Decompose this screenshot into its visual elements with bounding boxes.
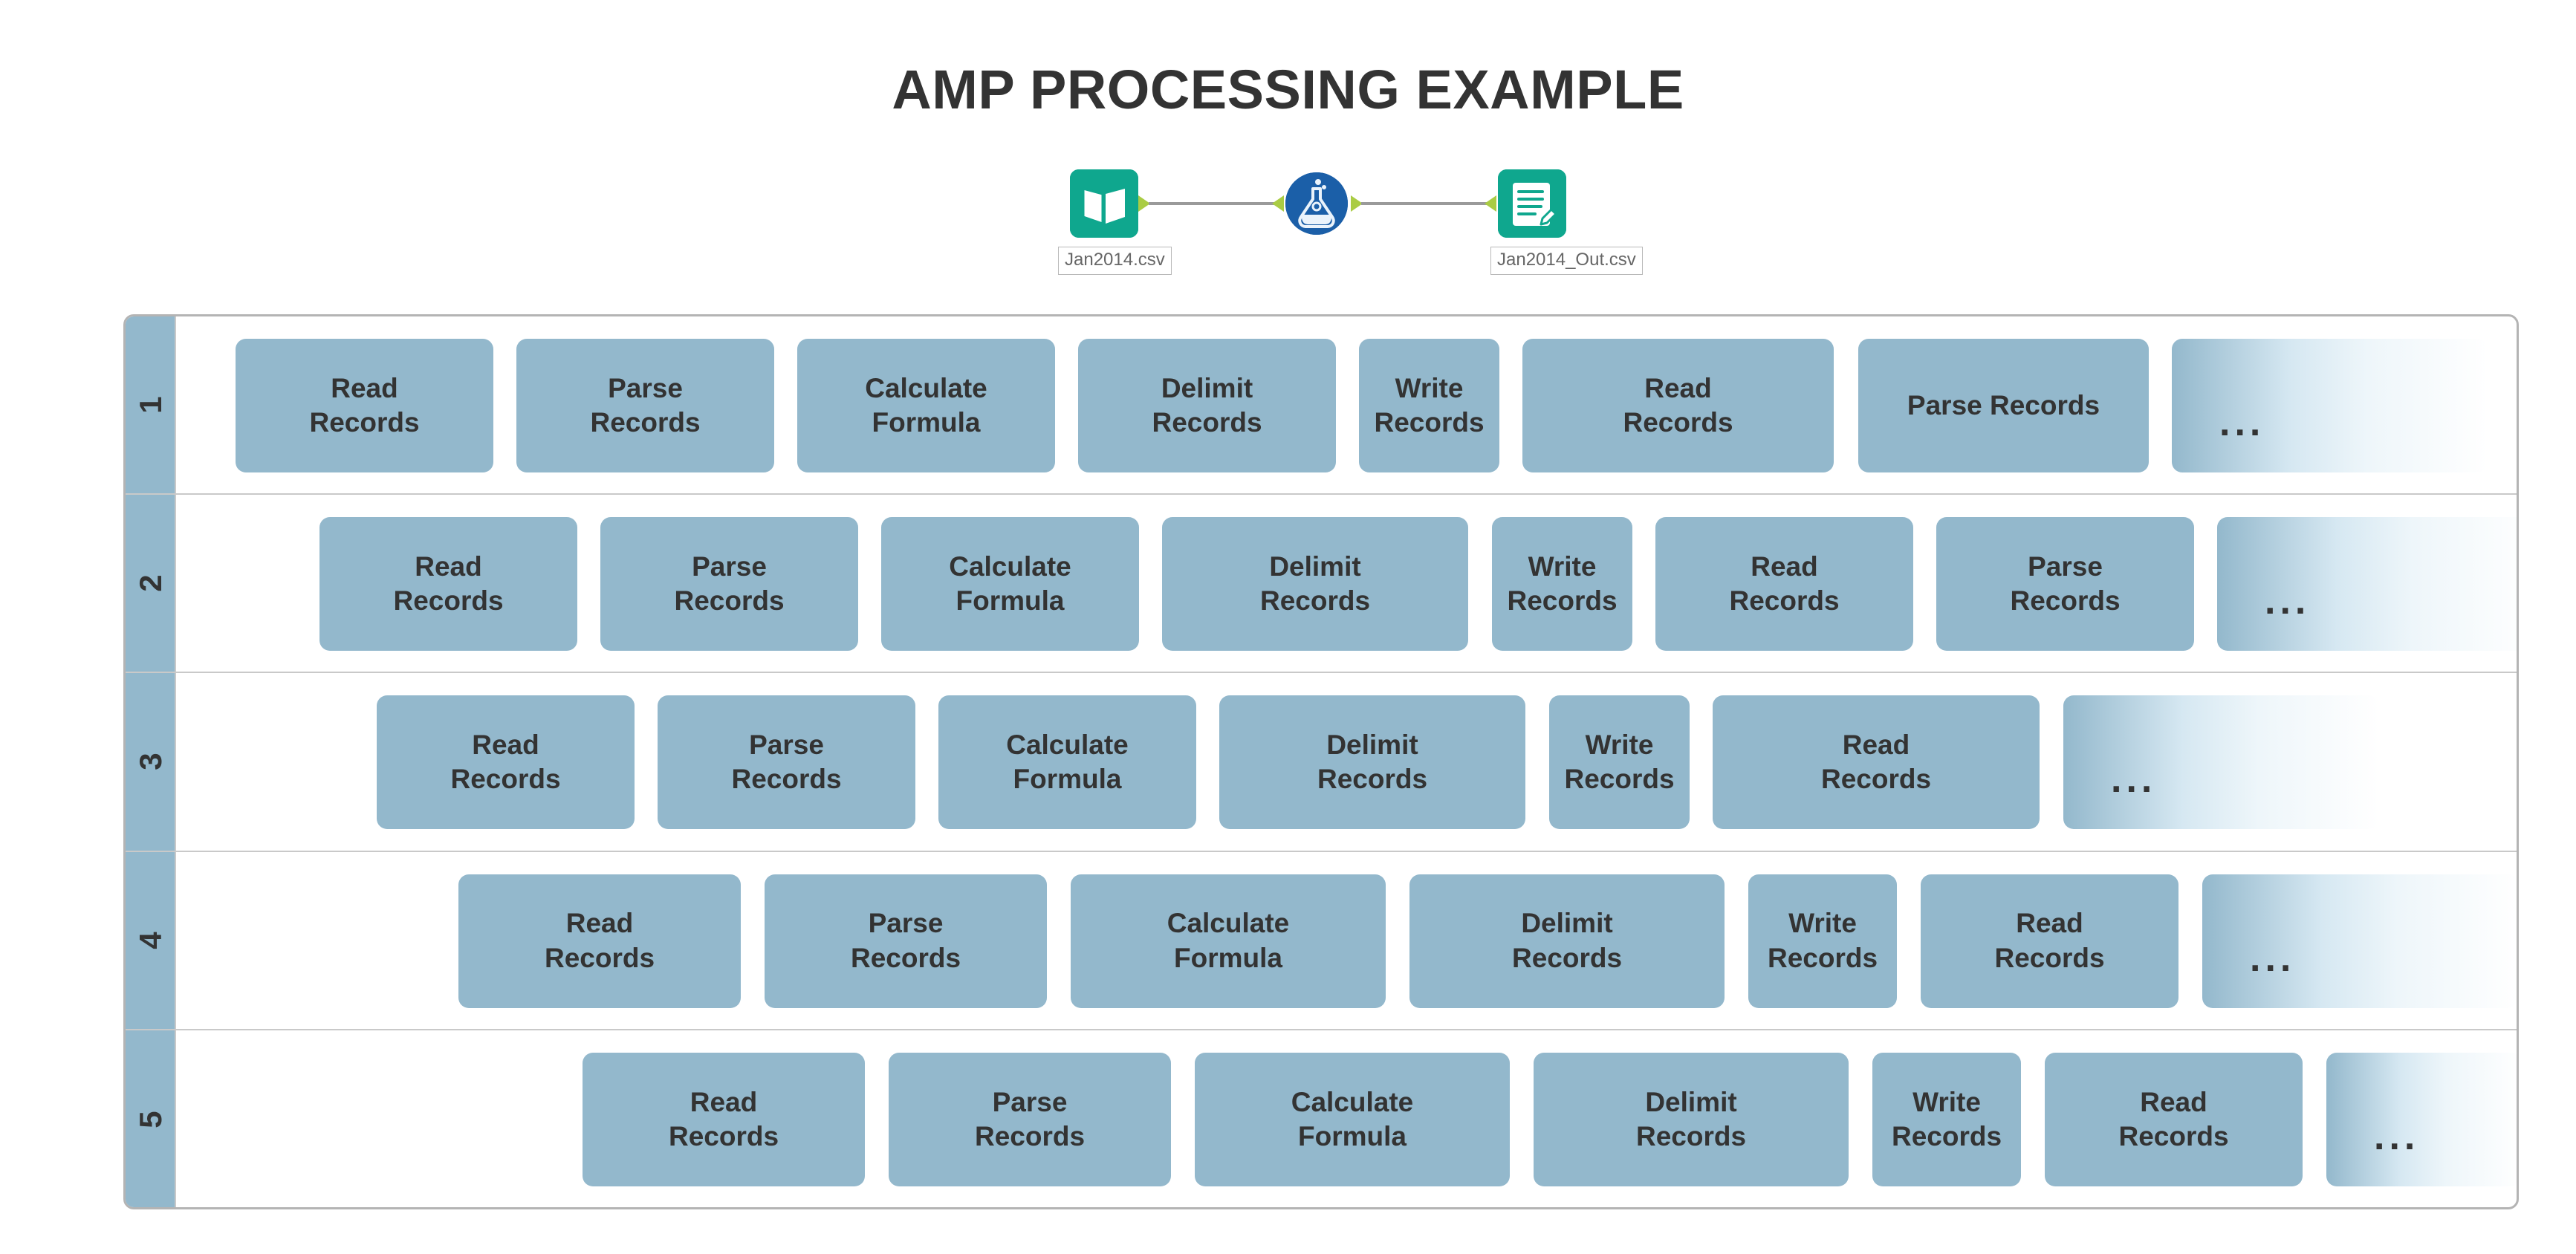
- process-step-box[interactable]: Parse Records: [889, 1052, 1171, 1186]
- tool-output-plug-icon: [1351, 195, 1363, 212]
- process-step-box[interactable]: Calculate Formula: [938, 695, 1196, 830]
- book-open-icon: [1070, 169, 1138, 238]
- process-step-box[interactable]: Read Records: [236, 339, 493, 472]
- process-step-box[interactable]: Delimit Records: [1409, 874, 1725, 1008]
- process-step-box[interactable]: Delimit Records: [1534, 1052, 1849, 1186]
- process-step-box[interactable]: Read Records: [2045, 1052, 2303, 1186]
- flask-icon: [1285, 172, 1348, 235]
- page-title: AMP PROCESSING EXAMPLE: [892, 59, 1684, 120]
- process-step-box[interactable]: Parse Records: [1858, 339, 2149, 472]
- process-step-box[interactable]: Calculate Formula: [797, 339, 1055, 472]
- process-step-box[interactable]: Read Records: [458, 874, 741, 1008]
- row-number-gutter: 2: [126, 495, 176, 672]
- workflow-output-label: Jan2014_Out.csv: [1490, 247, 1643, 275]
- document-edit-icon: [1498, 169, 1566, 238]
- process-step-box[interactable]: Delimit Records: [1078, 339, 1336, 472]
- row-number-gutter: 5: [126, 1030, 176, 1207]
- workflow-input-label: Jan2014.csv: [1058, 247, 1172, 275]
- connector-wire-2: [1361, 202, 1489, 205]
- process-step-box[interactable]: Write Records: [1872, 1052, 2021, 1186]
- process-step-box[interactable]: Parse Records: [1936, 517, 2194, 652]
- input-output-plug-icon: [1138, 195, 1150, 212]
- process-step-box[interactable]: Write Records: [1359, 339, 1499, 472]
- process-step-box[interactable]: Parse Records: [600, 517, 858, 652]
- output-input-plug-icon: [1485, 195, 1496, 212]
- process-step-box[interactable]: Calculate Formula: [1195, 1052, 1510, 1186]
- process-step-box[interactable]: Delimit Records: [1219, 695, 1525, 830]
- process-step-box[interactable]: Write Records: [1492, 517, 1632, 652]
- process-step-box[interactable]: Read Records: [1655, 517, 1913, 652]
- process-step-box[interactable]: Delimit Records: [1162, 517, 1468, 652]
- process-step-box[interactable]: Read Records: [319, 517, 577, 652]
- workflow-output-node[interactable]: Jan2014_Out.csv: [1490, 169, 1643, 275]
- process-step-box[interactable]: Write Records: [1748, 874, 1897, 1008]
- more-steps-ellipsis-box[interactable]: ...: [2202, 874, 2517, 1008]
- row-number-gutter: 1: [126, 316, 176, 494]
- process-step-box[interactable]: Read Records: [377, 695, 635, 830]
- process-step-box[interactable]: Calculate Formula: [1071, 874, 1386, 1008]
- process-step-box[interactable]: Parse Records: [516, 339, 774, 472]
- process-step-box[interactable]: Calculate Formula: [881, 517, 1139, 652]
- more-steps-ellipsis-box[interactable]: ...: [2217, 517, 2517, 652]
- row-number-gutter: 3: [126, 673, 176, 851]
- more-steps-ellipsis-box[interactable]: ...: [2172, 339, 2488, 472]
- process-step-box[interactable]: Write Records: [1549, 695, 1690, 830]
- row-number-gutter: 4: [126, 851, 176, 1029]
- more-steps-ellipsis-box[interactable]: ...: [2063, 695, 2379, 830]
- more-steps-ellipsis-box[interactable]: ...: [2326, 1052, 2517, 1186]
- process-step-box[interactable]: Read Records: [1921, 874, 2178, 1008]
- workflow-input-node[interactable]: Jan2014.csv: [1058, 169, 1172, 275]
- process-step-box[interactable]: Read Records: [1522, 339, 1834, 472]
- tool-input-plug-icon: [1272, 195, 1284, 212]
- connector-wire-1: [1149, 202, 1276, 205]
- process-step-box[interactable]: Read Records: [583, 1052, 865, 1186]
- process-step-box[interactable]: Parse Records: [765, 874, 1047, 1008]
- process-step-box[interactable]: Read Records: [1713, 695, 2040, 830]
- workflow-diagram: Jan2014.csv: [1058, 169, 1643, 281]
- process-step-box[interactable]: Parse Records: [658, 695, 915, 830]
